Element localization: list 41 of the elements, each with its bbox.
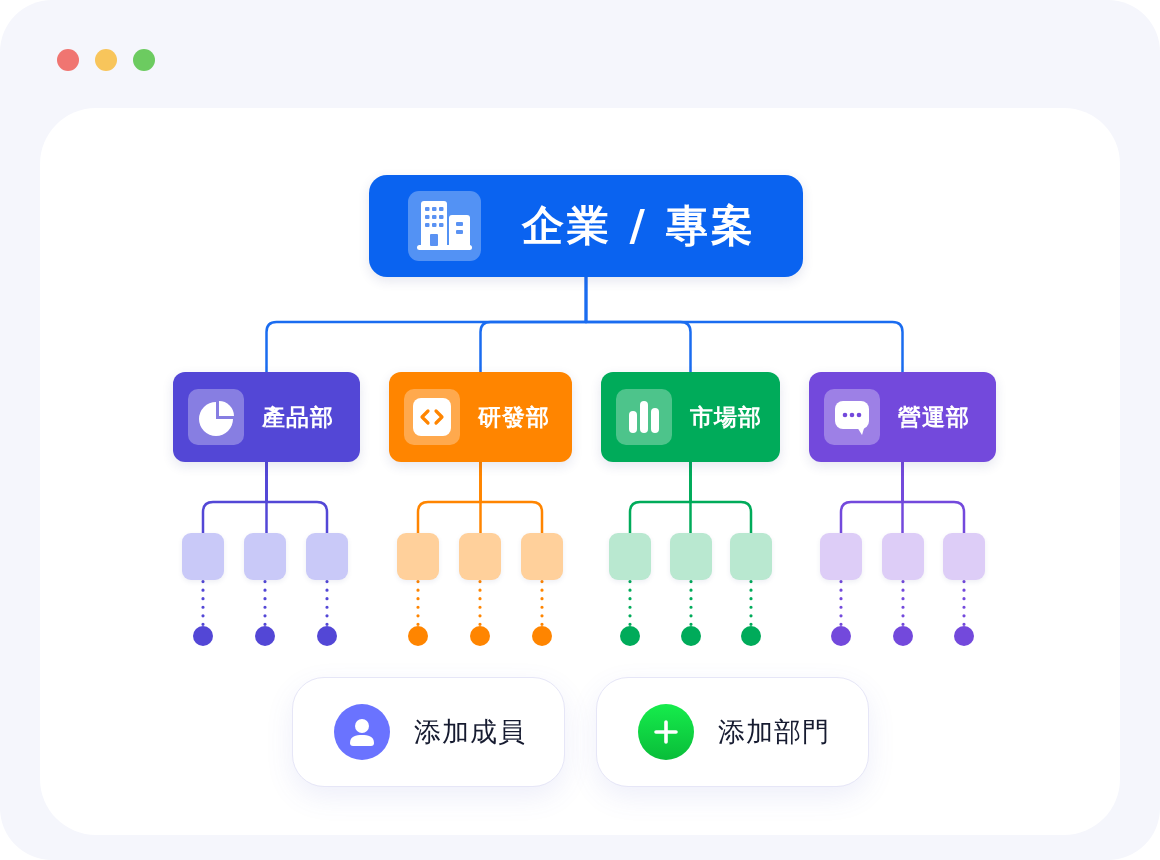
empty-box <box>943 533 985 580</box>
connector-line <box>265 462 329 533</box>
add-department-button: 添加部門 <box>596 677 869 787</box>
department-label: 市場部 <box>690 402 762 432</box>
connector-line <box>901 462 966 533</box>
empty-box <box>820 533 862 580</box>
department-label: 研發部 <box>478 402 550 432</box>
empty-box <box>521 533 563 580</box>
dotted-line <box>901 580 905 626</box>
dotted-line <box>478 580 482 626</box>
dotted-line <box>689 580 693 626</box>
empty-box <box>882 533 924 580</box>
dotted-line <box>839 580 843 626</box>
add-member-button: 添加成員 <box>292 677 565 787</box>
dotted-line <box>628 580 632 626</box>
department-box <box>389 372 572 462</box>
dotted-line <box>540 580 544 626</box>
department-label: 營運部 <box>898 402 970 432</box>
dotted-line <box>201 580 205 626</box>
dotted-line <box>263 580 267 626</box>
connector-line <box>689 462 753 533</box>
department-box <box>173 372 360 462</box>
empty-box <box>609 533 651 580</box>
department-label: 產品部 <box>262 402 334 432</box>
empty-box <box>397 533 439 580</box>
dotted-line <box>962 580 966 626</box>
empty-box <box>730 533 772 580</box>
organization-box <box>369 175 803 277</box>
empty-box <box>182 533 224 580</box>
empty-box <box>306 533 348 580</box>
empty-box <box>244 533 286 580</box>
department-box <box>601 372 780 462</box>
connector-line <box>584 277 904 372</box>
dotted-line <box>749 580 753 626</box>
connector-line <box>479 462 544 533</box>
heading-text: 企業 / 專案 <box>522 200 756 252</box>
empty-box <box>670 533 712 580</box>
dotted-line <box>416 580 420 626</box>
empty-box <box>459 533 501 580</box>
department-box <box>809 372 996 462</box>
dotted-line <box>325 580 329 626</box>
